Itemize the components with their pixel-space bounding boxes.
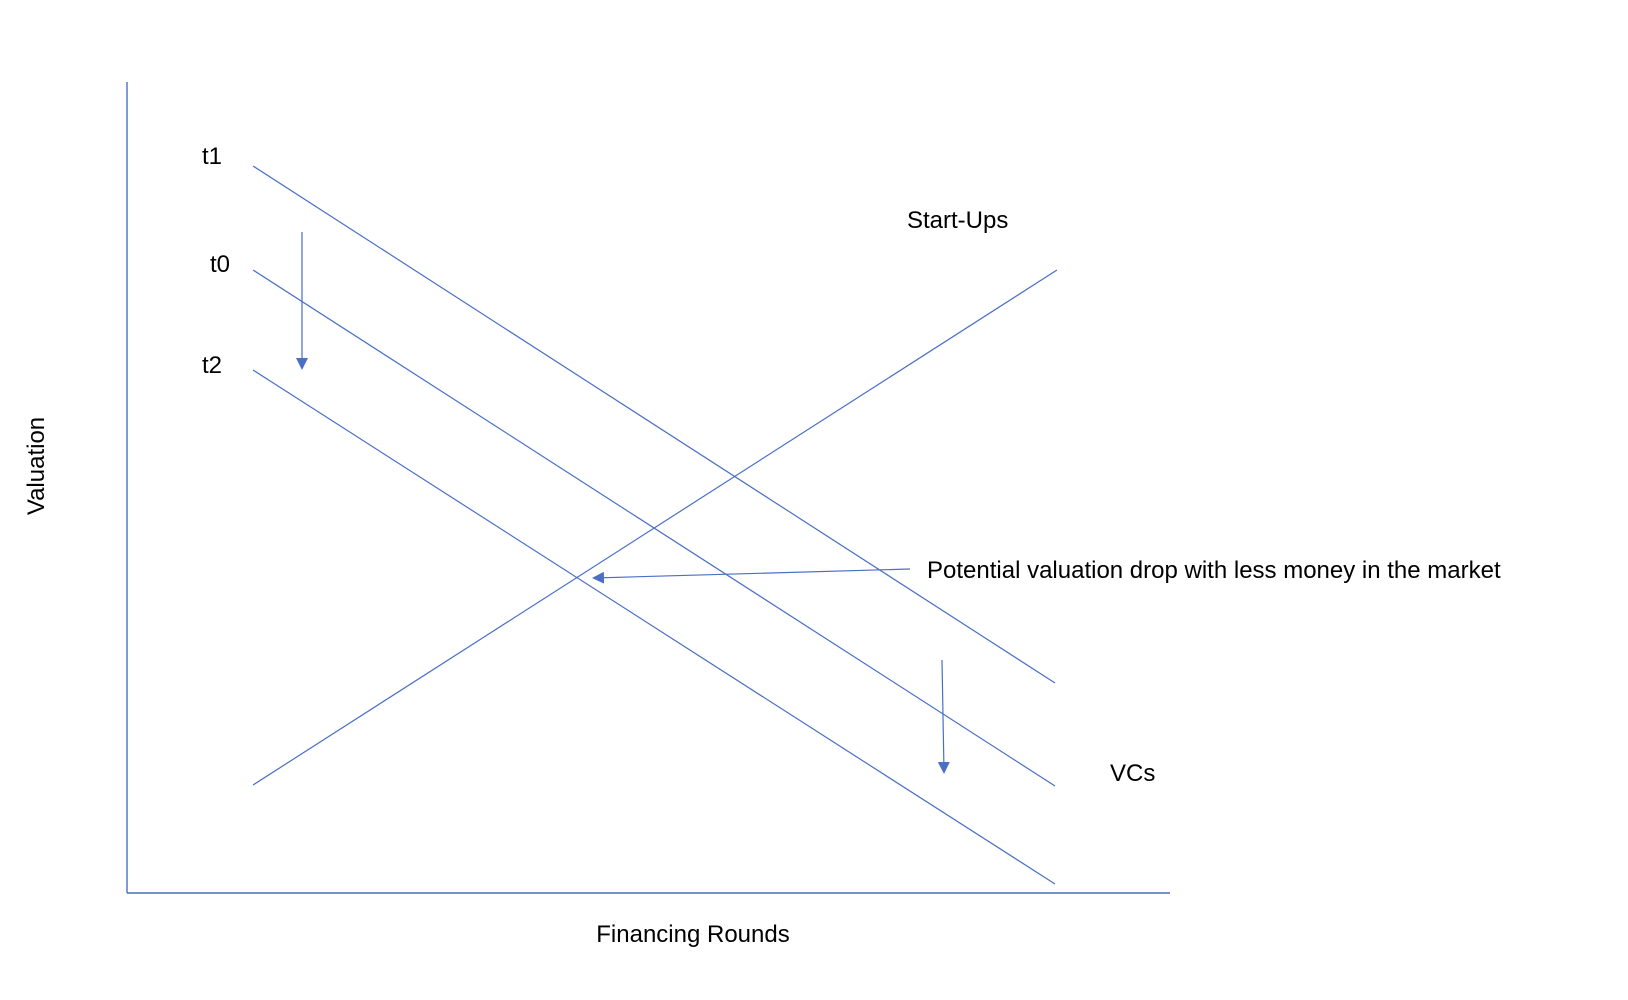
annotation-arrow xyxy=(592,568,911,584)
label-t1: t1 xyxy=(202,143,222,170)
label-t2: t2 xyxy=(202,352,222,379)
x-axis-label: Financing Rounds xyxy=(596,921,789,948)
annotation-text: Potential valuation drop with less money… xyxy=(927,557,1501,584)
label-startups: Start-Ups xyxy=(907,207,1008,234)
curve-t2 xyxy=(252,369,1056,885)
label-t0: t0 xyxy=(210,251,230,278)
curve-startups xyxy=(252,269,1058,786)
shift-arrow-right xyxy=(937,659,950,774)
label-vcs: VCs xyxy=(1110,760,1155,787)
y-axis-label: Valuation xyxy=(23,417,50,515)
curve-t1 xyxy=(252,165,1056,684)
